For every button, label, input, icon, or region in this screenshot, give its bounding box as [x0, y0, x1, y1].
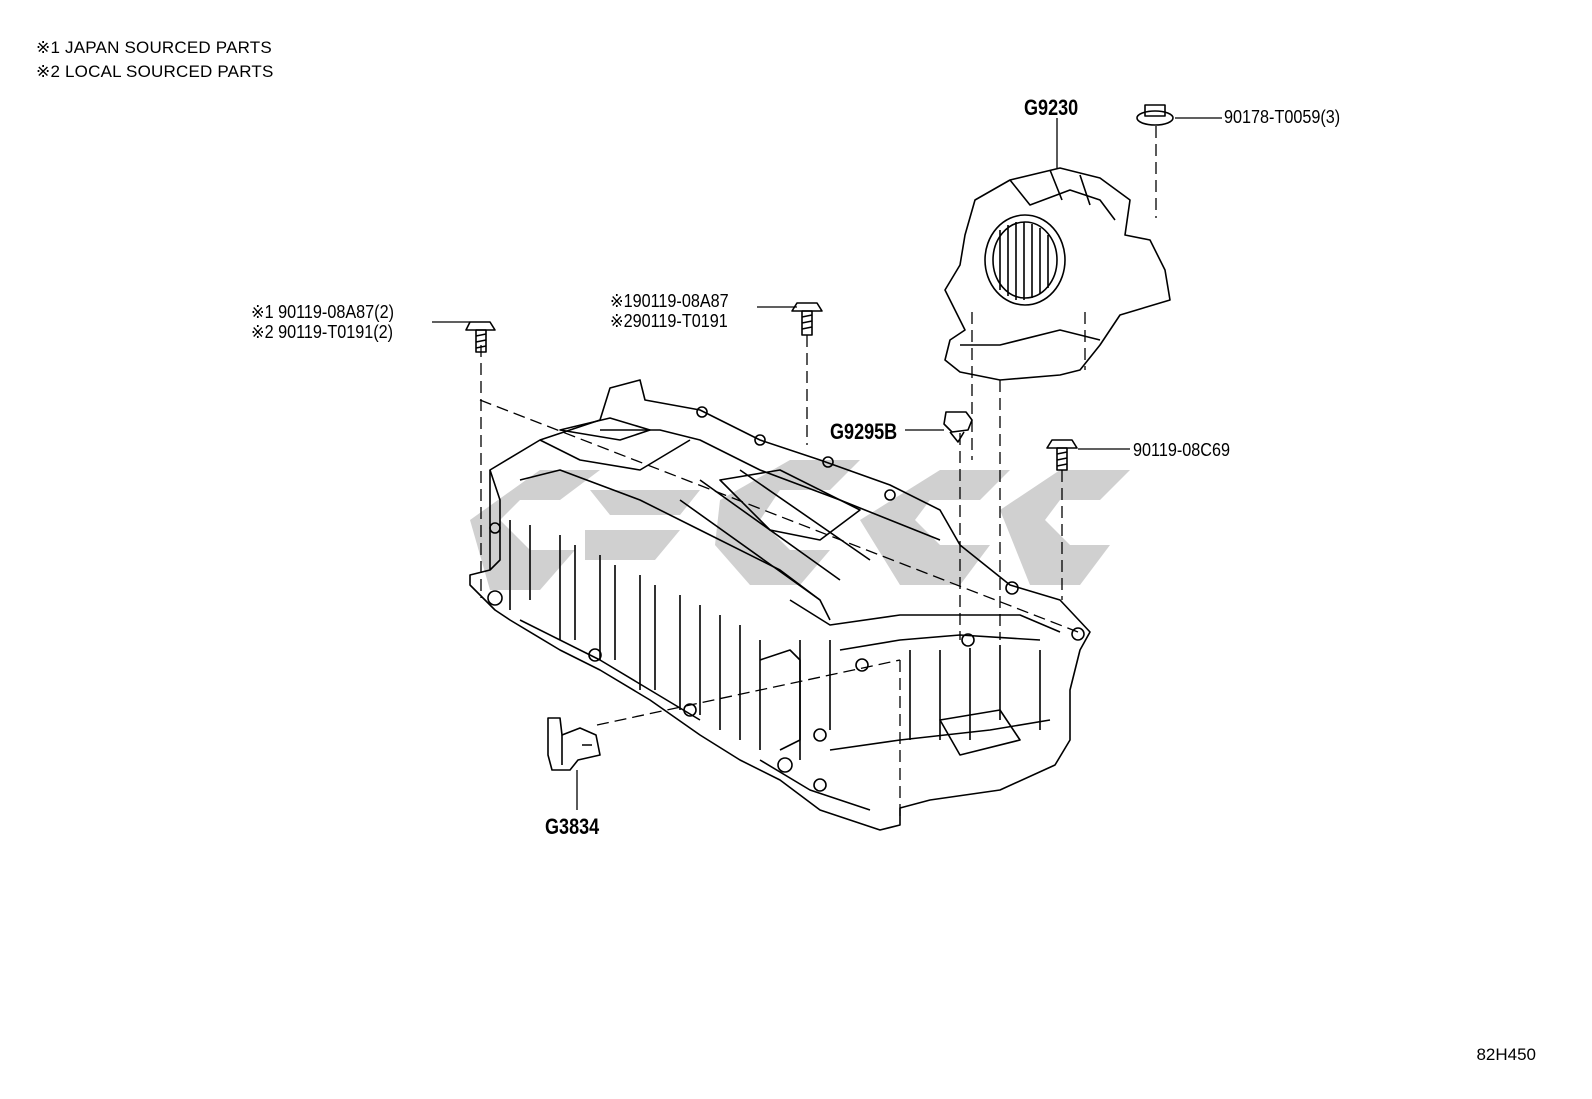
bolt-mid	[791, 302, 823, 336]
part-label-fan-assembly[interactable]: G9230	[1024, 95, 1079, 120]
bolt-left	[465, 321, 496, 353]
part-label-sensor[interactable]: G9295B	[830, 419, 898, 444]
note-local-sourced: ※2 LOCAL SOURCED PARTS	[36, 62, 274, 81]
part-label-bolt-left-2[interactable]: ※2 90119-T0191(2)	[251, 322, 394, 342]
sensor-part	[943, 411, 973, 443]
battery-pack	[469, 379, 1091, 831]
bolt-right	[1046, 439, 1078, 471]
part-label-bolt-right[interactable]: 90119-08C69	[1133, 440, 1230, 460]
bracket-part	[547, 717, 601, 771]
part-label-nut-right[interactable]: 90178-T0059(3)	[1224, 107, 1341, 127]
fan-assembly	[944, 167, 1171, 381]
assembly-lines	[479, 126, 1157, 820]
nut-right	[1136, 104, 1174, 126]
part-label-bolt-mid-1[interactable]: ※190119-08A87	[610, 291, 729, 311]
note-japan-sourced: ※1 JAPAN SOURCED PARTS	[36, 38, 272, 57]
part-label-bolt-left-1[interactable]: ※1 90119-08A87(2)	[251, 302, 394, 322]
diagram-code: 82H450	[1476, 1045, 1536, 1064]
part-label-bolt-mid-2[interactable]: ※290119-T0191	[610, 311, 728, 331]
watermark-logo	[470, 460, 1130, 590]
leader-lines	[432, 117, 1222, 810]
part-label-bracket[interactable]: G3834	[545, 814, 600, 839]
